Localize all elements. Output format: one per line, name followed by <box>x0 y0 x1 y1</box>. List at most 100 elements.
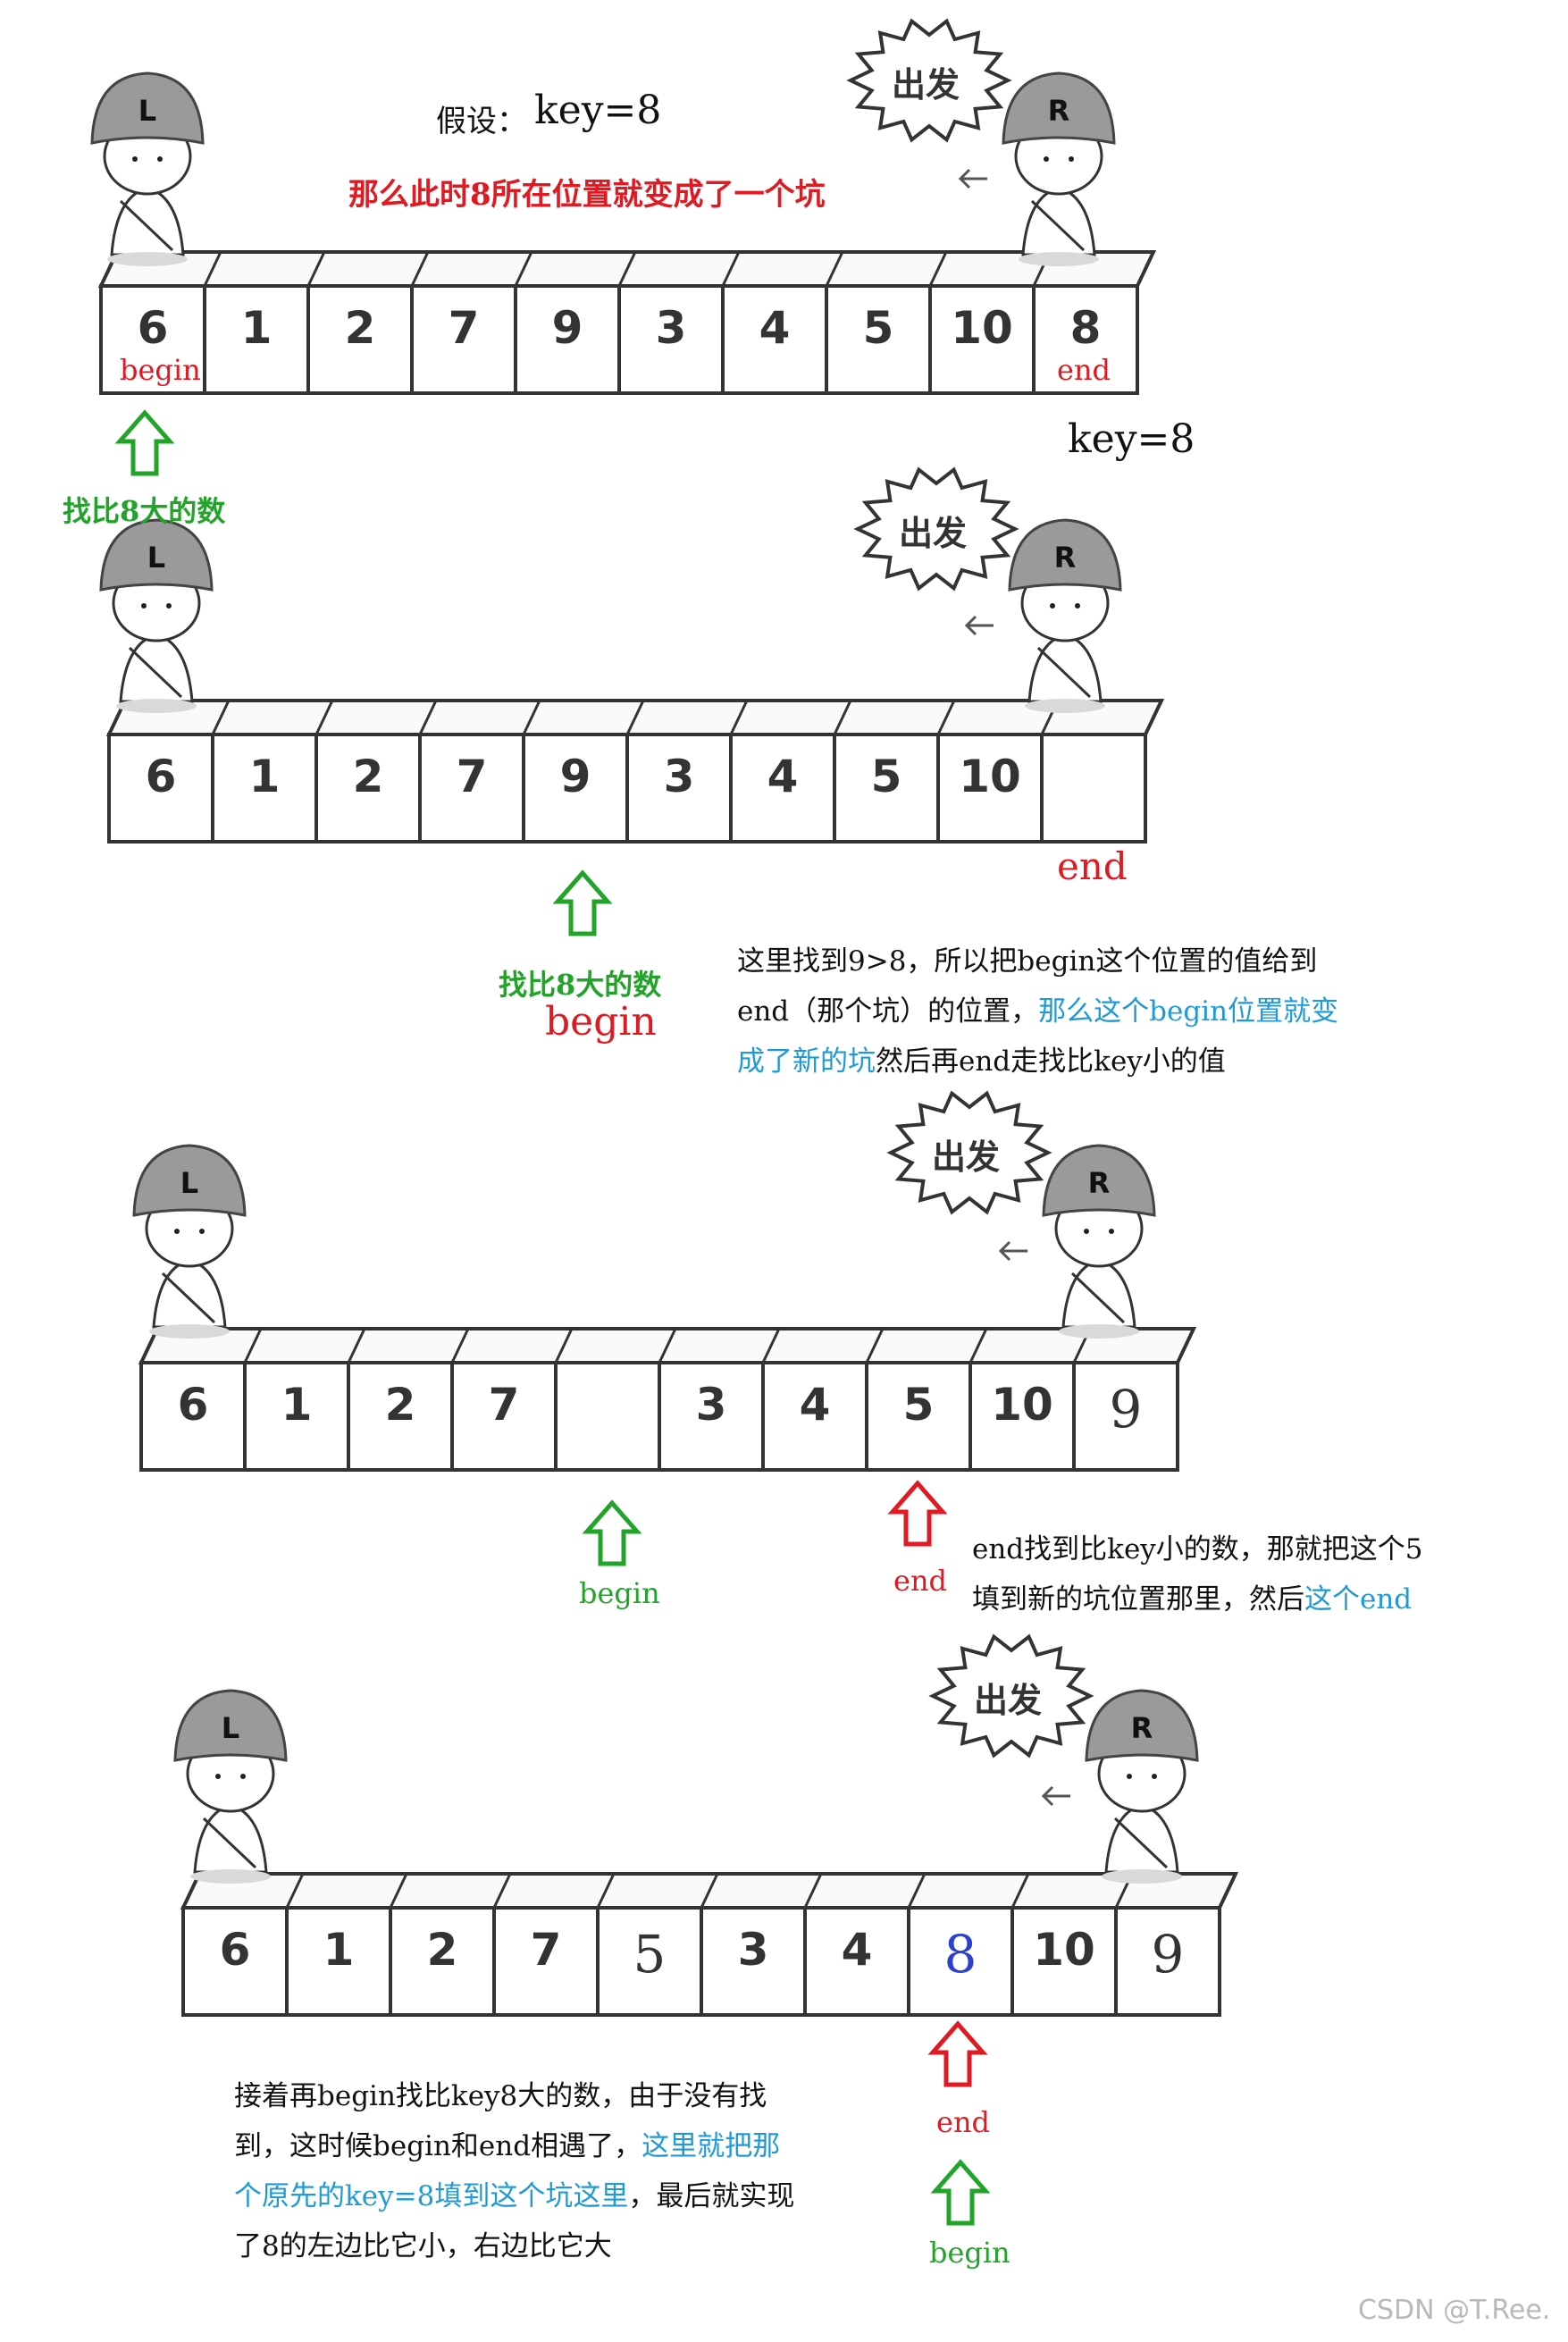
scene3-right-soldier-strap <box>1070 1272 1126 1324</box>
scene3-cell-8 <box>968 1361 1076 1472</box>
scene3-cell-value: 3 <box>695 1379 727 1431</box>
scene1-right-helmet-icon <box>1002 71 1116 145</box>
begin-arrow-2-icon <box>552 869 613 936</box>
scene1-right-soldier-strap <box>1030 199 1086 252</box>
begin-arrow-1-icon <box>114 409 175 476</box>
scene4-cell-8 <box>1010 1906 1118 2017</box>
begin-label-3: begin <box>579 1576 660 1610</box>
scene2-left-soldier-body <box>119 633 194 703</box>
note2-line2: end（那个坑）的位置， <box>737 995 1039 1028</box>
scene3-cell-1 <box>243 1361 350 1472</box>
find-bigger-label-1: 找比8大的数 <box>63 494 226 528</box>
scene2-right-soldier-strap <box>1036 646 1092 699</box>
scene3-right-helmet-letter: R <box>1087 1166 1111 1200</box>
end-label-1: end <box>1057 353 1111 387</box>
scene1-cell-value: 4 <box>759 302 791 354</box>
scene1-direction-arrow-icon <box>958 168 987 189</box>
scene3-right-soldier-body <box>1061 1258 1136 1329</box>
begin-label-4: begin <box>929 2236 1010 2270</box>
scene4-top-divider <box>700 1873 719 1909</box>
scene2-left-soldier-shadow <box>116 699 197 713</box>
scene3-direction-arrow-icon <box>998 1240 1027 1262</box>
scene3-burst-text: 出发 <box>932 1137 1001 1177</box>
scene1-cell-5 <box>617 284 725 395</box>
scene4-right-eye <box>1127 1774 1132 1779</box>
pit-note: 那么此时8所在位置就变成了一个坑 <box>348 177 826 213</box>
scene3-top-divider <box>761 1328 781 1364</box>
end-arrow-4-icon <box>927 2020 988 2087</box>
scene2-top-divider <box>729 700 749 735</box>
begin-label-2: begin <box>545 999 657 1045</box>
scene4-top-divider <box>1010 1873 1030 1909</box>
scene4-cell-value: 6 <box>219 1924 251 1976</box>
scene1-cell-value: 3 <box>655 302 687 354</box>
scene4-cell-value: 10 <box>1033 1924 1095 1976</box>
scene3-cell-value: 5 <box>902 1379 935 1431</box>
scene3-cell-9 <box>1072 1361 1179 1472</box>
key-equation-2: key=8 <box>1068 416 1195 462</box>
scene4-cell-6 <box>803 1906 910 2017</box>
scene1-top-divider <box>203 251 222 287</box>
scene2-cell-3 <box>418 733 525 844</box>
scene2-cell-value: 6 <box>145 751 177 802</box>
begin-label-1: begin <box>120 353 201 387</box>
scene4-left-soldier-body <box>193 1803 268 1874</box>
scene2-cell-value: 2 <box>352 751 384 802</box>
note2-line1: 这里找到9>8，所以把begin这个位置的值给到 <box>737 945 1318 978</box>
scene2-right-soldier-shadow <box>1025 699 1105 713</box>
scene4-burst-icon <box>928 1633 1094 1759</box>
scene2-top-divider <box>211 700 231 735</box>
scene1-cell-7 <box>825 284 932 395</box>
note4-line3: ，最后就实现 <box>628 2180 795 2212</box>
scene3-cell-value: 4 <box>799 1379 831 1431</box>
find-bigger-label-2: 找比8大的数 <box>499 968 662 1002</box>
scene1-right-soldier-shadow <box>1019 252 1099 266</box>
scene2-cell-1 <box>211 733 318 844</box>
scene2-cell-value: 9 <box>559 751 591 802</box>
scene3-cell-value: 6 <box>177 1379 209 1431</box>
scene4-cell-0 <box>181 1906 289 2017</box>
scene1-right-helmet-letter: R <box>1047 94 1070 128</box>
scene1-right-eye <box>1069 156 1074 162</box>
scene2-right-eye <box>1075 603 1080 609</box>
scene4-direction-arrow-icon <box>1041 1785 1070 1807</box>
scene2-top-divider <box>833 700 852 735</box>
end-label-4: end <box>936 2105 991 2139</box>
scene1-cell-value: 5 <box>862 302 894 354</box>
scene1-left-soldier-shadow <box>107 252 188 266</box>
end-label-3: end <box>893 1564 948 1598</box>
scene3-right-eye <box>1084 1229 1089 1234</box>
key-equation-1: key=8 <box>534 88 662 133</box>
scene3-cell-value: 7 <box>488 1379 520 1431</box>
scene3-cell-value: 2 <box>384 1379 416 1431</box>
scene3-left-soldier-body <box>152 1258 227 1329</box>
end-arrow-3-icon <box>887 1480 948 1547</box>
begin-arrow-3-icon <box>582 1499 642 1566</box>
scene2-top-divider <box>936 700 956 735</box>
scene1-cell-value: 8 <box>1069 302 1102 354</box>
scene4-cell-value: 4 <box>841 1924 873 1976</box>
scene1-left-helmet-icon <box>90 71 205 145</box>
scene3-top-divider <box>554 1328 574 1364</box>
scene1-cell-0 <box>99 284 206 395</box>
scene3-cell-2 <box>347 1361 454 1472</box>
scene4-cell-value: 8 <box>943 1924 977 1985</box>
scene2-cell-value: 5 <box>870 751 902 802</box>
scene4-cell-value: 1 <box>323 1924 355 1976</box>
note3-line1: end找到比key小的数，那就把这个5 <box>972 1533 1423 1566</box>
scene1-cell-8 <box>928 284 1036 395</box>
scene1-top-divider <box>410 251 430 287</box>
scene3-left-eye <box>174 1229 180 1234</box>
scene1-cell-value: 6 <box>137 302 169 354</box>
note4-line1: 接着再begin找比key8大的数，由于没有找 <box>234 2080 767 2112</box>
explanation-note-2: 这里找到9>8，所以把begin这个位置的值给到 end（那个坑）的位置，那么这… <box>737 936 1338 1087</box>
scene2-right-soldier-body <box>1027 633 1103 703</box>
scene2-left-helmet-letter: L <box>147 541 166 575</box>
scene4-burst-text: 出发 <box>974 1681 1043 1720</box>
scene4-left-helmet-letter: L <box>221 1711 240 1745</box>
scene3-cell-value: 10 <box>991 1379 1053 1431</box>
scene1-cell-value: 1 <box>240 302 273 354</box>
scene2-right-eye <box>1050 603 1055 609</box>
scene1-left-eye <box>132 156 138 162</box>
scene4-right-eye <box>1152 1774 1157 1779</box>
